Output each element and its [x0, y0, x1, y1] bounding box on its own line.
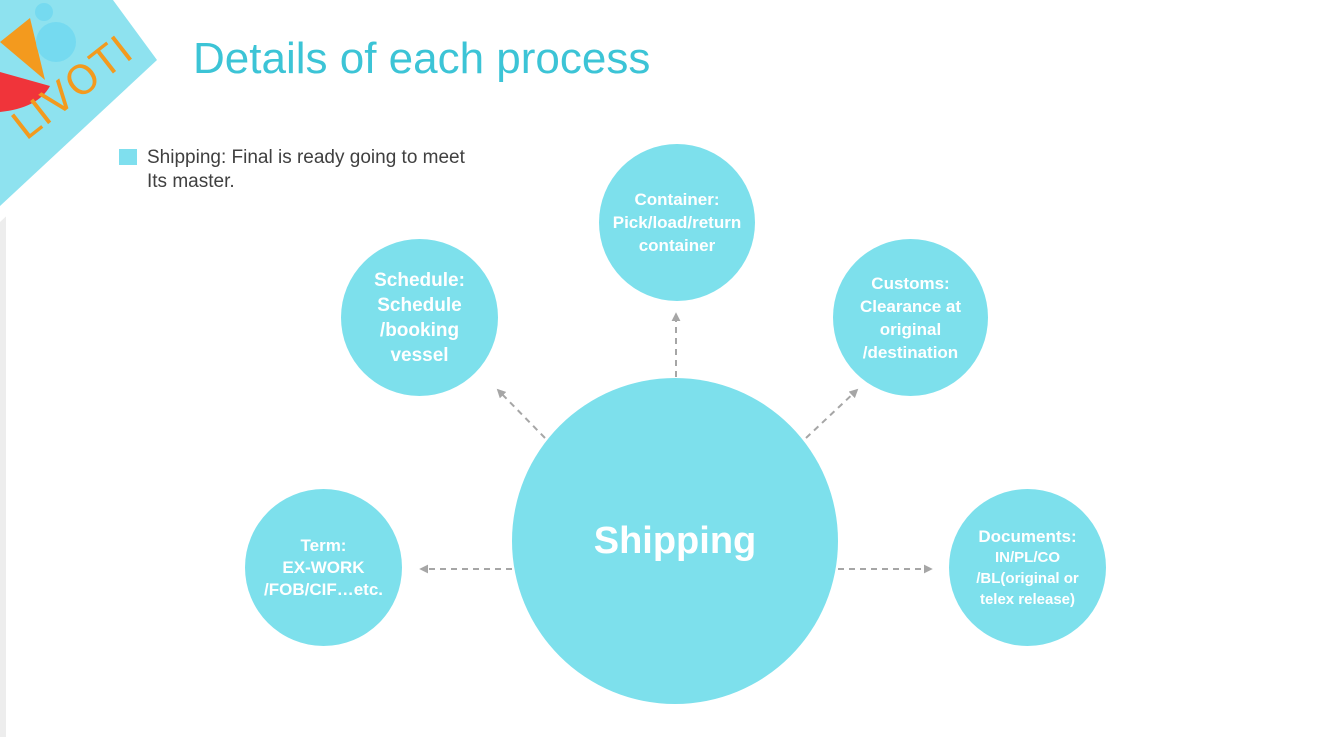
bullet-point: Shipping: Final is ready going to meet I…	[119, 146, 465, 194]
logo	[0, 0, 172, 222]
node-line: EX-WORK	[282, 557, 365, 577]
node-line: Pick/load/return	[612, 213, 742, 232]
node-line: /destination	[862, 342, 959, 362]
node-line: Documents:	[978, 526, 1077, 546]
container-label: Container: Pick/load/return container	[613, 188, 741, 257]
bullet-line: Its master.	[147, 171, 235, 192]
node-line: Schedule	[377, 294, 462, 316]
arrow-to-customs	[805, 388, 859, 439]
documents-circle: Documents: IN/PL/CO /BL(original or tele…	[949, 489, 1106, 646]
bullet-square-icon	[119, 149, 137, 165]
node-line: Schedule:	[374, 269, 465, 291]
slide-title: Details of each process	[193, 34, 651, 83]
customs-circle: Customs: Clearance at original /destinat…	[833, 239, 988, 396]
bullet-line: Shipping: Final is ready going to meet	[147, 147, 465, 168]
node-line: Term:	[300, 535, 347, 555]
node-line: Container:	[634, 190, 720, 209]
node-line: original	[879, 319, 942, 339]
node-line: vessel	[390, 344, 449, 366]
node-line: IN/PL/CO	[994, 548, 1060, 566]
node-line: Clearance at	[859, 296, 962, 316]
node-line: container	[638, 236, 716, 255]
node-line: /booking	[379, 319, 460, 341]
node-line: telex release)	[979, 590, 1076, 608]
documents-label: Documents: IN/PL/CO /BL(original or tele…	[976, 526, 1079, 610]
shipping-center-circle: Shipping	[512, 378, 838, 704]
arrow-to-schedule	[496, 388, 546, 439]
term-label: Term: EX-WORK /FOB/CIF…etc.	[264, 535, 383, 601]
container-circle: Container: Pick/load/return container	[599, 144, 755, 301]
logo-bubble-small	[35, 3, 53, 21]
customs-label: Customs: Clearance at original /destinat…	[860, 272, 961, 364]
schedule-label: Schedule: Schedule /booking vessel	[374, 268, 465, 368]
logo-orange-shape	[0, 18, 45, 80]
slide-left-edge	[0, 0, 6, 737]
logo-bubble-large	[36, 22, 76, 62]
term-circle: Term: EX-WORK /FOB/CIF…etc.	[245, 489, 402, 646]
node-line: /BL(original or	[976, 569, 1079, 587]
logo-red-shape	[0, 72, 50, 112]
bullet-text: Shipping: Final is ready going to meet I…	[147, 146, 465, 194]
shipping-center-label: Shipping	[593, 519, 757, 562]
node-line: /FOB/CIF…etc.	[263, 579, 383, 599]
schedule-circle: Schedule: Schedule /booking vessel	[341, 239, 498, 396]
node-line: Customs:	[871, 273, 950, 293]
